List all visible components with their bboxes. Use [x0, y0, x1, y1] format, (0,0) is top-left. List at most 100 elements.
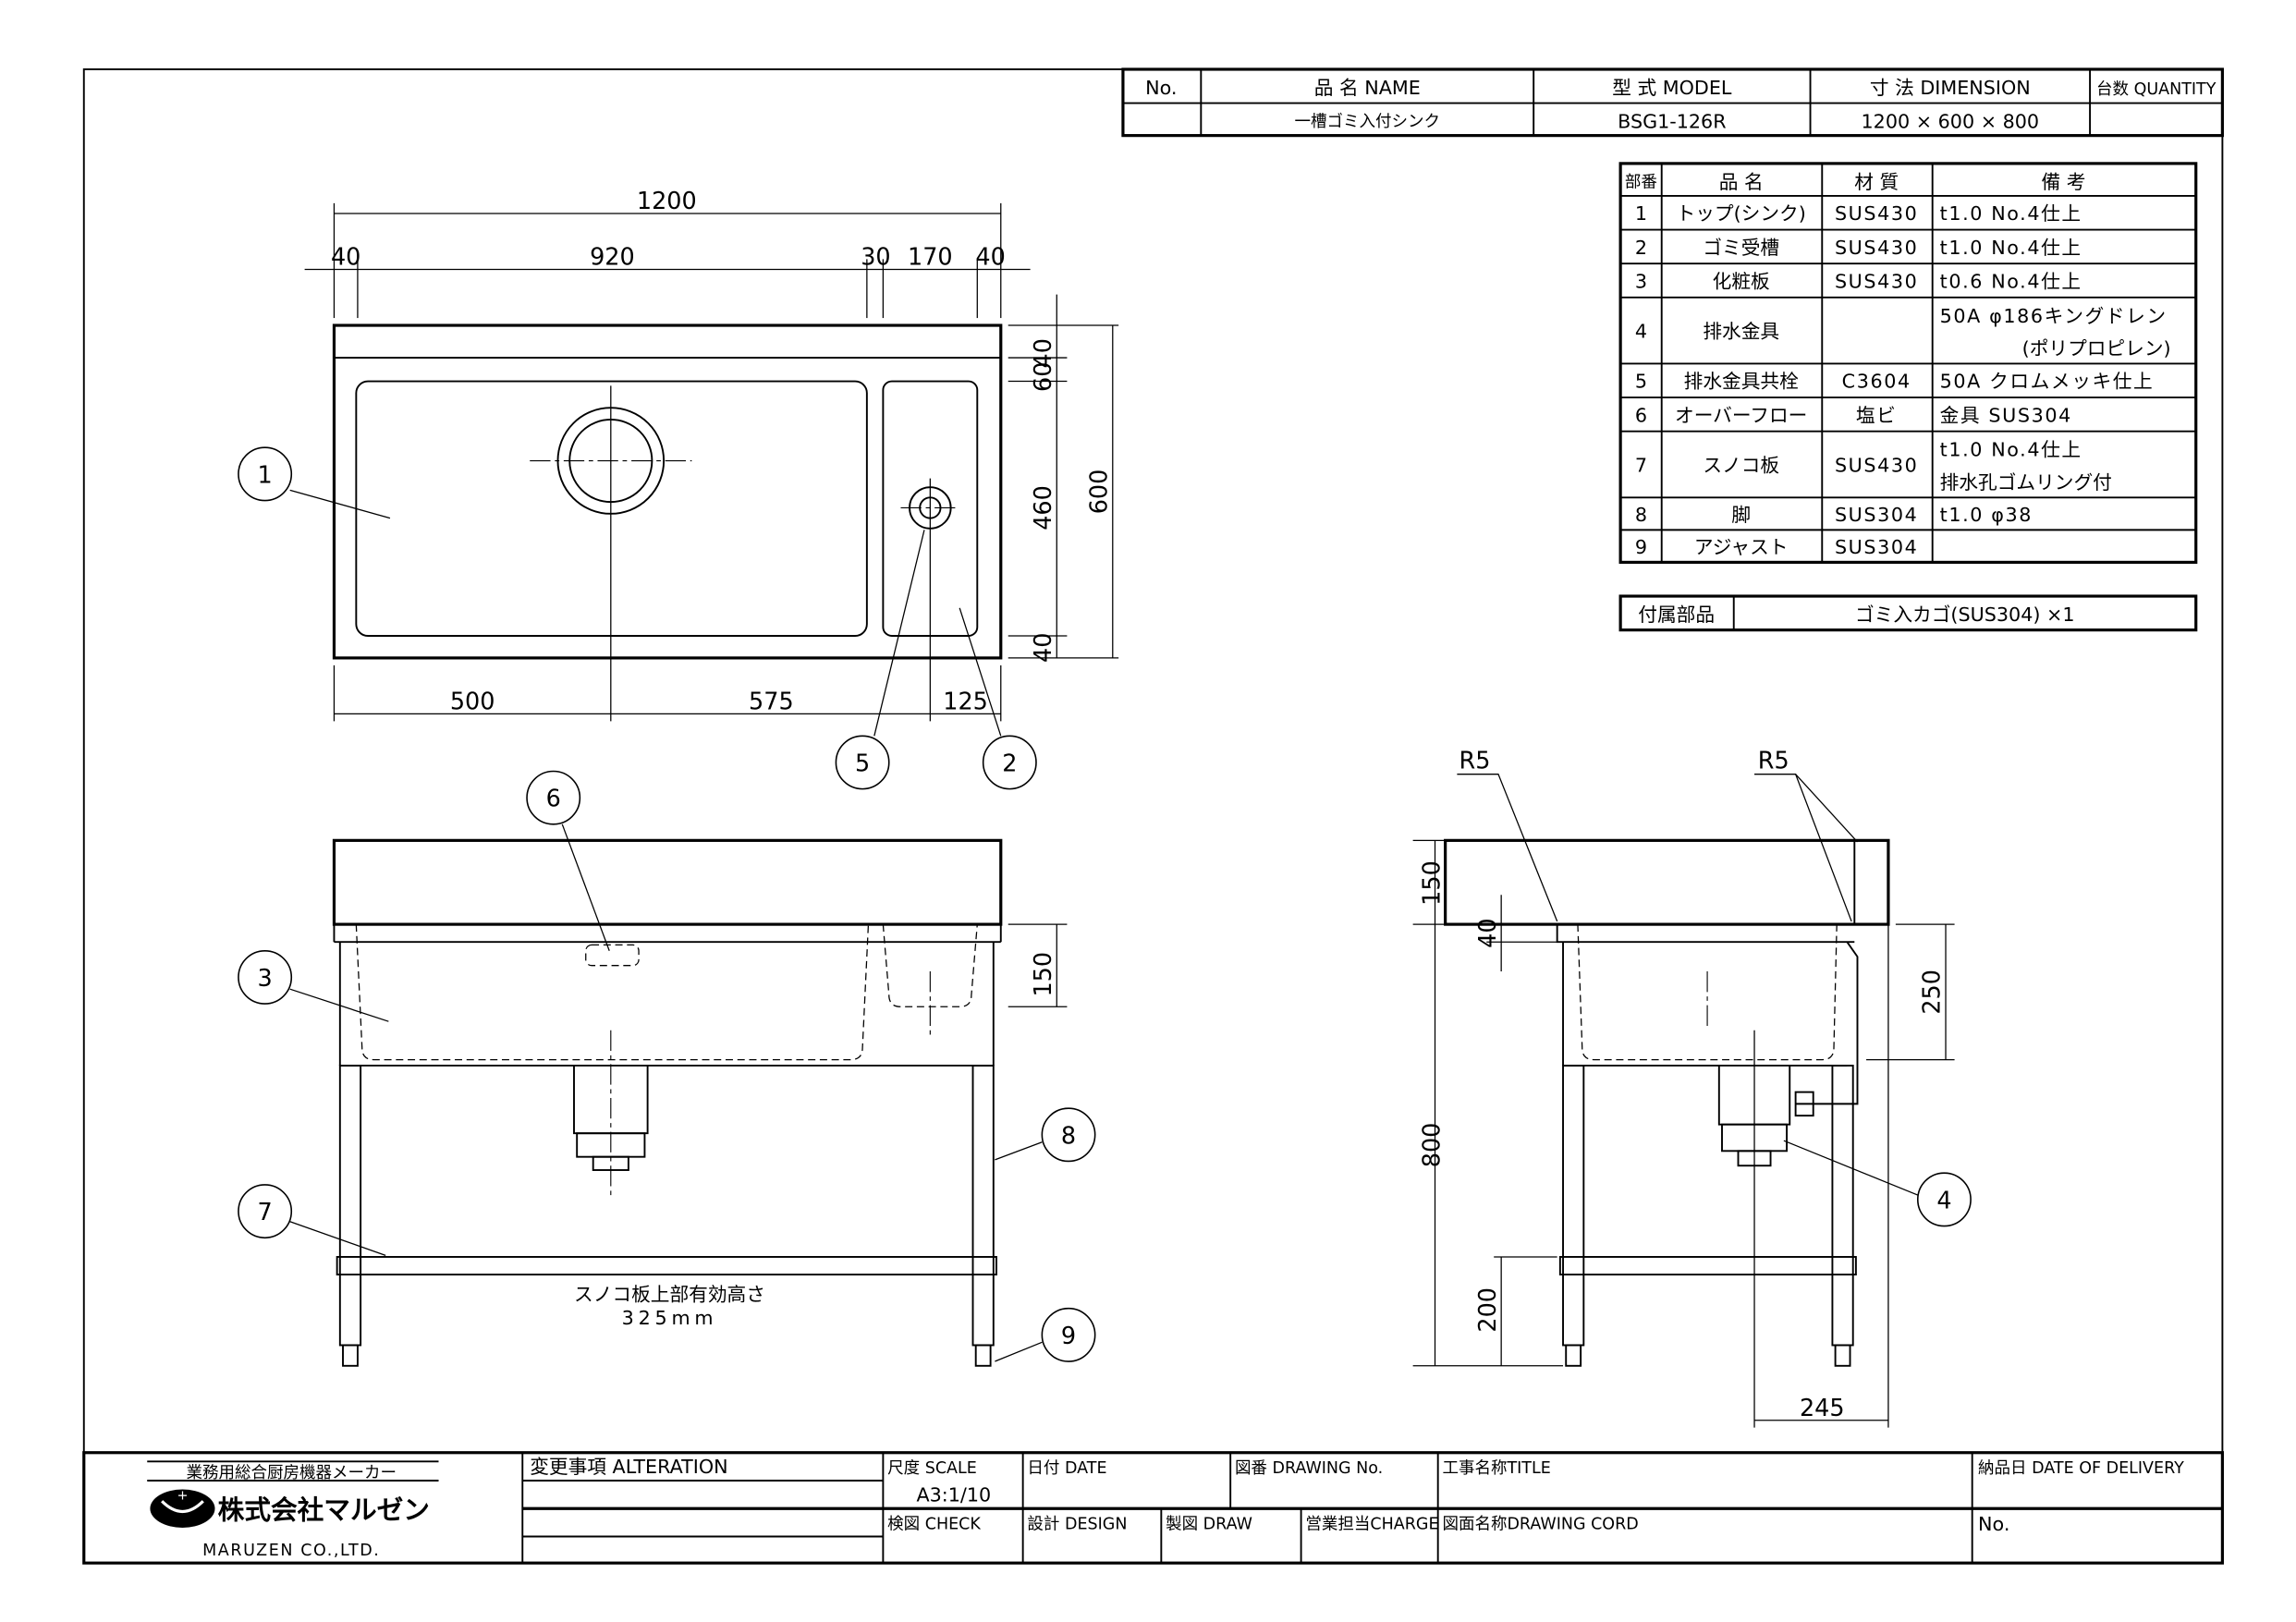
design-label: 設計 DESIGN	[1027, 1516, 1127, 1534]
balloon-circle	[526, 770, 581, 825]
part-material: SUS304	[1835, 504, 1918, 526]
front-view: 150 スノコ板上部有効高さ 325mm	[289, 823, 1068, 1367]
dim-b-125: 125	[943, 689, 988, 716]
balloon-circle	[1041, 1107, 1096, 1163]
dim-d-460: 460	[1030, 485, 1057, 531]
number-label: No.	[1978, 1513, 2009, 1535]
balloon-number: 1	[258, 461, 273, 489]
part-note-2: 排水孔ゴムリング付	[1940, 471, 2112, 494]
balloon-circle	[238, 949, 293, 1005]
header-name: 品 名 NAME	[1314, 77, 1421, 99]
balloon-circle	[1041, 1307, 1096, 1362]
dim-w-30: 30	[861, 244, 890, 272]
part-number: 3	[1635, 270, 1647, 292]
part-balloon-8: 8	[1041, 1107, 1096, 1163]
part-balloon-7: 7	[238, 1184, 293, 1239]
charge-label: 営業担当CHARGE	[1305, 1516, 1438, 1534]
part-note: t1.0 φ38	[1940, 504, 2033, 526]
balloon-number: 3	[258, 965, 273, 993]
part-number: 6	[1635, 404, 1647, 426]
part-material: 塩ビ	[1856, 404, 1898, 426]
delivery-label: 納品日 DATE OF DELIVERY	[1978, 1459, 2184, 1478]
part-note: 50A φ186キングドレン	[1940, 305, 2168, 327]
part-note: t1.0 No.4仕上	[1940, 439, 2082, 461]
part-balloon-4: 4	[1916, 1172, 1972, 1227]
part-name: スノコ板	[1703, 454, 1779, 476]
product-model: BSG1-126R	[1618, 111, 1726, 133]
dim-side-800: 800	[1418, 1123, 1446, 1168]
header-no: No.	[1145, 77, 1177, 99]
scale-label: 尺度 SCALE	[887, 1459, 977, 1478]
radius-right-label: R5	[1758, 747, 1789, 774]
accessory-row: 付属部品 ゴミ入カゴ(SUS304) ×1	[1618, 594, 2198, 632]
part-number: 5	[1635, 371, 1647, 393]
balloon-number: 4	[1936, 1187, 1951, 1214]
alteration-label: 変更事項 ALTERATION	[530, 1456, 727, 1478]
part-material: SUS430	[1835, 270, 1918, 292]
parts-row: 6 オーバーフロー 塩ビ 金具 SUS304	[1635, 404, 2072, 426]
part-number: 1	[1635, 202, 1647, 225]
company-tagline: 業務用総合厨房機器メーカー	[187, 1464, 397, 1482]
balloon-circle	[835, 735, 890, 790]
part-balloon-2: 2	[982, 735, 1037, 790]
part-balloon-5: 5	[835, 735, 890, 790]
side-view: R5 R5 150 800 40 200 250 245	[1412, 747, 1955, 1428]
parts-row: 1 トップ(シンク) SUS430 t1.0 No.4仕上	[1635, 202, 2082, 225]
title-label: 工事名称TITLE	[1442, 1459, 1550, 1478]
parts-header-no: 部番	[1625, 173, 1657, 191]
part-material: SUS430	[1835, 454, 1918, 476]
dim-side-250: 250	[1919, 970, 1947, 1015]
dim-b-500: 500	[450, 689, 495, 716]
dim-d-60: 60	[1030, 362, 1057, 392]
drawing-cord-label: 図面名称DRAWING CORD	[1442, 1516, 1638, 1534]
balloon-number: 8	[1061, 1122, 1076, 1150]
accessory-value: ゴミ入カゴ(SUS304) ×1	[1855, 604, 2075, 626]
part-material: SUS430	[1835, 237, 1918, 259]
title-block: 業務用総合厨房機器メーカー + 株式会社マルゼン MARUZEN CO.,LTD…	[82, 1451, 2224, 1565]
part-name: オーバーフロー	[1675, 404, 1807, 426]
date-label: 日付 DATE	[1027, 1459, 1106, 1478]
company-name: 株式会社マルゼン	[218, 1494, 430, 1525]
part-material: SUS430	[1835, 202, 1918, 225]
part-note: t0.6 No.4仕上	[1940, 270, 2082, 292]
draw-label: 製図 DRAW	[1166, 1516, 1252, 1534]
header-quantity: 台数 QUANTITY	[2096, 80, 2217, 99]
dim-w-40-left: 40	[331, 244, 360, 272]
dim-d-40: 40	[1030, 338, 1057, 368]
maruzen-logo: +	[150, 1489, 215, 1528]
accessory-label: 付属部品	[1638, 604, 1715, 626]
company-en: MARUZEN CO.,LTD.	[202, 1542, 380, 1560]
part-name: トップ(シンク)	[1677, 202, 1806, 225]
check-label: 検図 CHECK	[887, 1516, 981, 1534]
balloon-circle	[1916, 1172, 1972, 1227]
sheet-frame	[82, 68, 2224, 1565]
part-note: t1.0 No.4仕上	[1940, 202, 2082, 225]
header-dimension: 寸 法 DIMENSION	[1870, 77, 2031, 99]
part-note: 金具 SUS304	[1940, 404, 2072, 426]
part-material: C3604	[1842, 371, 1911, 393]
part-note-2: (ポリプロピレン)	[2022, 337, 2171, 360]
svg-text:+: +	[177, 1489, 188, 1504]
part-note: t1.0 No.4仕上	[1940, 237, 2082, 259]
dim-depth-total: 600	[1085, 470, 1113, 515]
part-material: SUS304	[1835, 536, 1918, 558]
header-model: 型 式 MODEL	[1612, 77, 1732, 99]
radius-left-label: R5	[1459, 747, 1491, 774]
part-note: 50A クロムメッキ仕上	[1940, 371, 2155, 393]
part-balloon-3: 3	[238, 949, 293, 1005]
product-dimension: 1200 × 600 × 800	[1862, 111, 2040, 133]
part-name: ゴミ受槽	[1703, 237, 1779, 259]
dim-w-170: 170	[908, 244, 953, 272]
balloon-number: 5	[855, 750, 870, 778]
parts-header-material: 材 質	[1854, 171, 1899, 193]
part-name: アジャスト	[1694, 536, 1789, 558]
dim-front-150: 150	[1030, 952, 1057, 997]
balloon-circle	[238, 1184, 293, 1239]
